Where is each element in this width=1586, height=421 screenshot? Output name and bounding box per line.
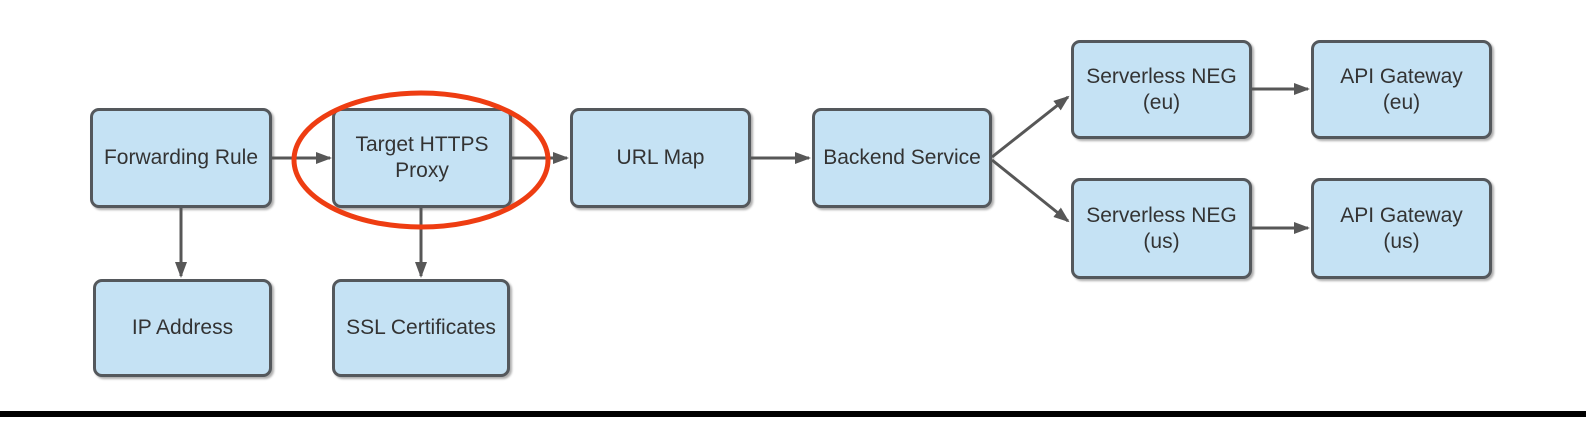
- node-region-label: (us): [1383, 229, 1420, 253]
- node-api-gateway-us: API Gateway (us): [1311, 178, 1492, 279]
- node-region-label: (us): [1143, 229, 1180, 253]
- node-serverless-neg-us: Serverless NEG (us): [1071, 178, 1252, 279]
- node-label: URL Map: [616, 146, 705, 169]
- node-region-label: (eu): [1142, 90, 1181, 114]
- node-label: Serverless NEG: [1086, 64, 1237, 88]
- node-label: IP Address: [131, 316, 234, 339]
- node-label: API Gateway: [1340, 64, 1463, 88]
- node-label: Backend Service: [823, 146, 981, 169]
- node-label: Serverless NEG: [1086, 203, 1237, 227]
- node-backend-service: Backend Service: [812, 108, 992, 208]
- node-ip-address: IP Address: [93, 279, 272, 377]
- connector-backend-service-to-serverless-neg-us: [991, 158, 1070, 223]
- node-region-label: (eu): [1382, 90, 1421, 114]
- node-url-map: URL Map: [570, 108, 751, 208]
- node-forwarding-rule: Forwarding Rule: [90, 108, 272, 208]
- node-label: Target HTTPS Proxy: [355, 133, 489, 182]
- node-ssl-certificates: SSL Certificates: [332, 279, 510, 377]
- node-label: SSL Certificates: [346, 316, 496, 339]
- bottom-divider: [0, 411, 1586, 417]
- node-label: Forwarding Rule: [103, 146, 259, 169]
- node-target-https-proxy: Target HTTPS Proxy: [332, 108, 512, 208]
- connector-backend-service-to-serverless-neg-eu: [991, 95, 1070, 159]
- node-api-gateway-eu: API Gateway (eu): [1311, 40, 1492, 139]
- node-label: API Gateway: [1340, 203, 1463, 227]
- node-serverless-neg-eu: Serverless NEG (eu): [1071, 40, 1252, 139]
